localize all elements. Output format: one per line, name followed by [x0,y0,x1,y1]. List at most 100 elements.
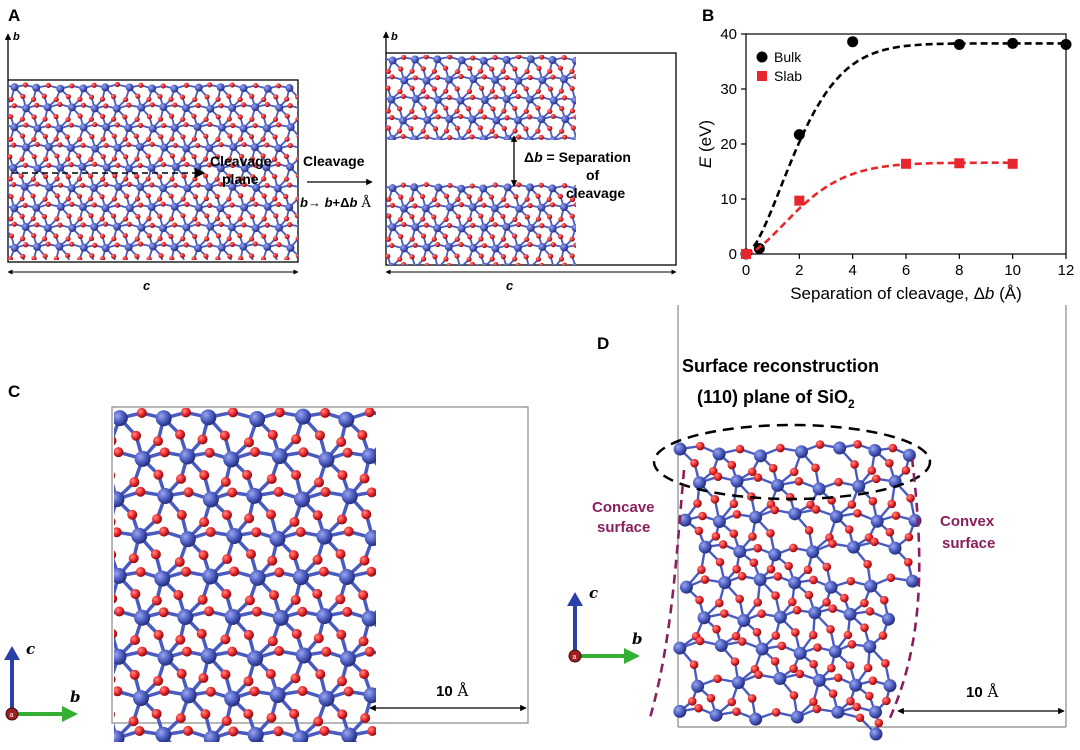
oxygen-atom [229,202,235,208]
oxygen-atom [320,487,331,498]
oxygen-atom [582,217,587,222]
oxygen-atom [690,458,699,468]
oxygen-atom [250,446,261,457]
oxygen-atom [901,466,911,475]
oxygen-atom [100,136,106,142]
oxygen-atom [336,436,347,447]
oxygen-atom [523,126,529,132]
bond [369,259,376,267]
silicon-atom [502,95,511,104]
oxygen-atom [443,105,449,111]
oxygen-atom [466,194,472,200]
oxygen-atom [492,94,499,100]
silicon-atom [870,514,884,528]
oxygen-atom [41,213,48,220]
silicon-atom [160,264,168,272]
silicon-atom [194,203,203,212]
oxygen-atom [731,631,741,641]
silicon-atom [125,204,134,213]
silicon-atom [252,183,261,192]
bond [164,264,175,267]
oxygen-atom [718,540,728,549]
silicon-atom [286,243,295,252]
silicon-atom [135,142,144,151]
silicon-atom [87,531,103,547]
oxygen-atom [847,500,857,509]
oxygen-atom [374,217,379,222]
oxygen-atom [158,253,164,259]
oxygen-atom [103,221,109,227]
oxygen-atom [122,136,128,142]
bond [369,97,380,100]
oxygen-atom [295,527,306,538]
oxygen-atom [386,68,392,75]
silicon-atom [365,263,373,271]
oxygen-atom [776,443,785,453]
silicon-atom [364,57,372,65]
cleavage-plane-label-2: plane [222,171,259,187]
silicon-atom [527,264,532,265]
oxygen-atom [885,527,895,537]
oxygen-atom [123,176,129,182]
oxygen-atom [512,256,518,262]
silicon-atom [902,448,916,462]
silicon-atom [503,135,512,140]
oxygen-atom [218,221,224,227]
oxygen-atom [342,606,353,617]
oxygen-atom [573,202,576,208]
silicon-atom [388,56,397,65]
bond [376,237,379,248]
oxygen-atom [214,154,220,160]
oxygen-atom [88,213,94,219]
silicon-atom [22,264,30,272]
oxygen-atom [226,156,233,162]
oxygen-atom [804,590,814,600]
oxygen-atom [550,113,556,119]
silicon-atom [905,574,919,588]
oxygen-atom [467,65,473,71]
bond [83,264,95,267]
b-axis-label-right: b [391,31,398,43]
oxygen-atom [423,222,430,228]
oxygen-atom [290,673,301,684]
oxygen-atom [34,222,40,228]
oxygen-atom [815,440,825,449]
oxygen-atom [179,252,186,259]
oxygen-atom [694,703,703,713]
oxygen-atom [871,474,881,484]
silicon-atom [44,264,52,272]
silicon-atom [67,263,75,271]
oxygen-atom [400,133,406,140]
silicon-atom [114,491,125,508]
cleavage-formula: b→ b+Δb Å [300,195,372,211]
oxygen-atom [284,233,290,240]
oxygen-atom [283,216,290,222]
silicon-atom [673,442,687,456]
silicon-atom [125,83,134,92]
oxygen-atom [249,116,255,122]
oxygen-atom [238,176,244,182]
oxygen-atom [747,694,757,703]
silicon-atom [285,203,294,212]
oxygen-atom [77,96,83,102]
oxygen-atom [275,201,282,208]
silicon-atom [206,104,215,113]
oxygen-atom [860,623,869,632]
oxygen-atom [454,125,461,131]
silicon-atom [147,203,156,212]
bond [94,457,110,475]
oxygen-atom [727,460,737,470]
oxygen-atom [226,196,232,202]
oxygen-atom [784,561,793,571]
oxygen-atom [100,176,106,182]
bond [584,80,588,92]
oxygen-atom [42,236,48,242]
silicon-atom [227,223,236,232]
oxygen-atom [840,593,849,603]
oxygen-atom [0,253,1,258]
oxygen-atom [158,116,164,122]
bond [377,208,381,220]
oxygen-atom [183,725,194,736]
